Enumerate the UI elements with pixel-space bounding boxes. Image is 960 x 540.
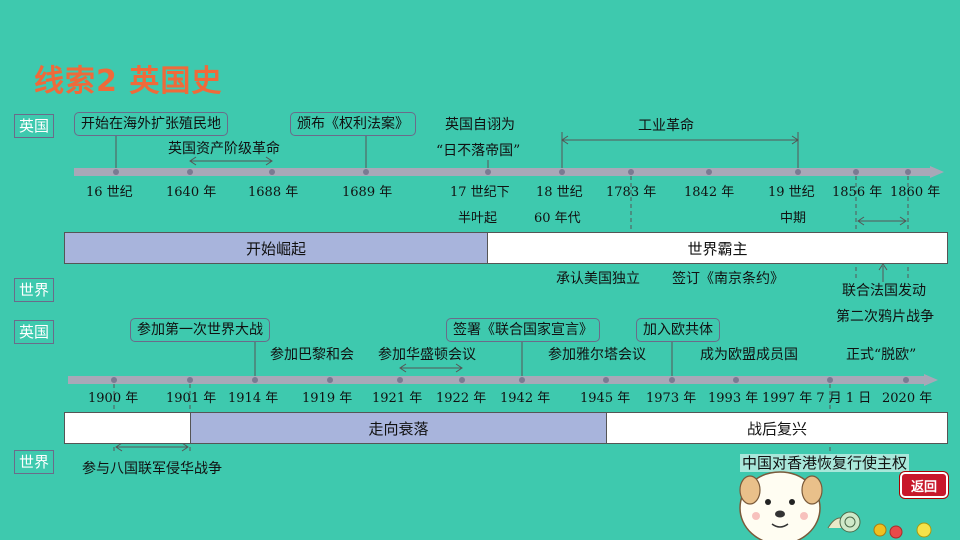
period-bar-top: 开始崛起 世界霸主 [64,232,948,264]
segment-early [65,413,191,443]
event-opium-war-1: 联合法国发动 [842,283,926,299]
tick-label: 1640 年 [166,185,217,200]
tick-label: 1689 年 [342,185,393,200]
tick-dot [459,377,465,383]
cartoon-dog-decoration [739,471,932,540]
tick-dot [187,377,193,383]
label-washington-conference: 参加华盛顿会议 [378,347,476,363]
tick-label: 1914 年 [228,391,279,406]
tick-dot [706,169,712,175]
tick-label: 1922 年 [436,391,487,406]
tick-label: 2020 年 [882,391,933,406]
tick-label: 17 世纪下 [450,185,510,200]
tick-dot [363,169,369,175]
tick-dot [519,377,525,383]
event-hong-kong-return: 中国对香港恢复行使主权 [740,454,910,472]
tick-label-sub: 半叶起 [458,211,498,226]
back-button[interactable]: 返回 [900,472,948,498]
tick-label: 1993 年 [708,391,759,406]
tick-dot [628,169,634,175]
label-glorious-revolution: 英国资产阶级革命 [168,141,280,157]
label-paris-conference: 参加巴黎和会 [270,347,354,363]
event-box-colonial-expansion: 开始在海外扩张殖民地 [74,112,228,136]
tick-label: 18 世纪 [536,185,583,200]
event-treaty-nanjing: 签订《南京条约》 [672,271,784,287]
event-box-bill-of-rights: 颁布《权利法案》 [290,112,416,136]
tick-label: 1942 年 [500,391,551,406]
tick-dot [853,169,859,175]
tick-label: 1688 年 [248,185,299,200]
segment-decline: 走向衰落 [191,413,607,443]
tick-label: 16 世纪 [86,185,133,200]
tick-dot [827,377,833,383]
tick-dot [113,169,119,175]
tick-dot [603,377,609,383]
label-industrial-revolution: 工业革命 [638,118,694,134]
tick-label: 19 世纪 [768,185,815,200]
event-box-ww1: 参加第一次世界大战 [130,318,270,342]
segment-revival: 战后复兴 [607,413,947,443]
label-eu-member: 成为欧盟成员国 [700,347,798,363]
tick-dot [795,169,801,175]
segment-hegemony: 世界霸主 [488,233,947,263]
tick-label: 1860 年 [890,185,941,200]
row-label-world: 世界 [14,278,55,302]
timeline-axis-top [74,168,932,176]
tick-dot [252,377,258,383]
segment-rise: 开始崛起 [65,233,488,263]
tick-label: 1997 年 7 月 1 日 [762,391,872,406]
tick-label: 1842 年 [684,185,735,200]
tick-label: 1921 年 [372,391,423,406]
event-box-un-declaration: 签署《联合国家宣言》 [446,318,600,342]
tick-label: 1901 年 [166,391,217,406]
tick-dot [905,169,911,175]
tick-dot [269,169,275,175]
tick-dot [903,377,909,383]
tick-dot [111,377,117,383]
event-opium-war-2: 第二次鸦片战争 [836,309,934,325]
tick-dot [669,377,675,383]
row-label-uk: 英国 [14,320,55,344]
label-yalta-conference: 参加雅尔塔会议 [548,347,646,363]
period-bar-bottom: 走向衰落 战后复兴 [64,412,948,444]
tick-label-sub: 中期 [780,211,807,226]
tick-label: 1783 年 [606,185,657,200]
tick-label: 1856 年 [832,185,883,200]
tick-label: 1945 年 [580,391,631,406]
tick-label: 1973 年 [646,391,697,406]
tick-label: 1919 年 [302,391,353,406]
tick-dot [187,169,193,175]
row-label-world: 世界 [14,450,55,474]
tick-label: 1900 年 [88,391,139,406]
tick-dot [733,377,739,383]
tick-dot [327,377,333,383]
label-empire-1: 英国自诩为 [445,117,515,133]
label-brexit: 正式“脱欧” [846,347,917,363]
event-eight-nation-alliance: 参与八国联军侵华战争 [82,461,222,477]
row-label-uk: 英国 [14,114,55,138]
tick-dot [485,169,491,175]
tick-dot [559,169,565,175]
label-empire-2: “日不落帝国” [436,143,521,159]
tick-label-sub: 60 年代 [534,211,581,226]
timeline-axis-bottom [68,376,926,384]
event-box-eec: 加入欧共体 [636,318,720,342]
page-title: 线索2 英国史 [34,64,223,99]
tick-dot [397,377,403,383]
event-us-independence: 承认美国独立 [556,271,640,287]
